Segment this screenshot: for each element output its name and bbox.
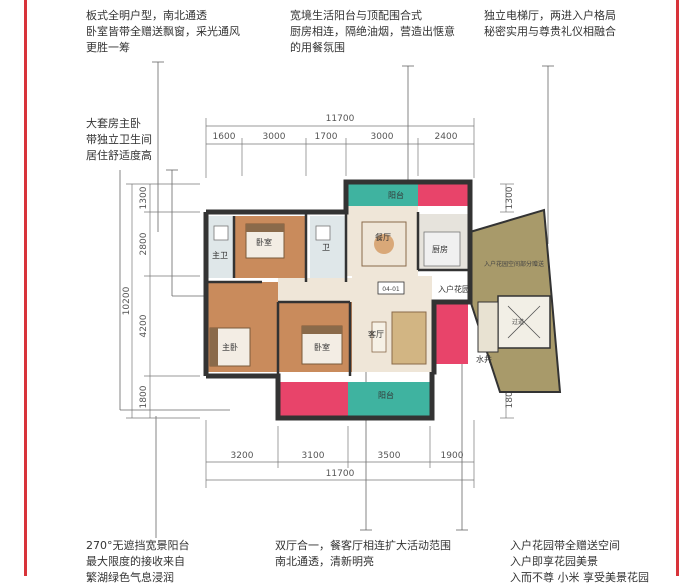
bottom-balcony-pink: [278, 382, 348, 418]
label-entry-garden: 入户花园: [438, 284, 470, 294]
label-master-bedroom: 主卧: [222, 342, 238, 352]
annotation-top-right: 独立电梯厅，两进入户格局 秘密实用与尊贵礼仪相融合: [484, 9, 616, 38]
right-red-border: [676, 0, 679, 576]
top-balcony-teal: [346, 182, 418, 206]
label-water-well: 水井: [476, 354, 492, 364]
leader-lines: [119, 61, 554, 538]
dimension-lines: [126, 118, 514, 488]
furniture: [209, 221, 461, 367]
dim-left-seg-1: 1300: [139, 186, 149, 209]
label-master-bath: 主卫: [212, 250, 228, 260]
dim-right-seg-2: 1800: [505, 385, 515, 408]
dim-left-seg-3: 4200: [139, 314, 149, 337]
left-red-border: [24, 0, 27, 576]
label-bedroom2: 卧室: [314, 342, 330, 352]
label-bedroom: 卧室: [256, 237, 272, 247]
label-unit-code: 04-01: [382, 286, 400, 293]
bottom-balcony-teal: [348, 382, 430, 418]
dim-left-seg-2: 2800: [139, 232, 149, 255]
annotation-bottom-right: 入户花园带全赠送空间 入户即享花园美景 入而不尊 小米 享受美景花园: [510, 539, 649, 584]
dim-bottom-seg-4: 1900: [441, 451, 464, 461]
dim-top-total: 11700: [326, 114, 355, 124]
label-living: 客厅: [368, 329, 384, 339]
dim-bottom-seg-1: 3200: [231, 451, 254, 461]
dim-left-total: 10200: [122, 286, 132, 315]
label-corridor: 过道: [512, 318, 524, 326]
dim-top-seg-2: 3000: [263, 132, 286, 142]
dim-top-seg-1: 1600: [213, 132, 236, 142]
annotation-top-center: 宽境生活阳台与顶配围合式 厨房相连，隔绝油烟，营造出惬意 的用餐氛围: [290, 9, 455, 54]
label-balcony-bottom: 阳台: [378, 390, 394, 400]
unit-code-box: [377, 281, 405, 295]
master-bath-floor: [206, 216, 234, 278]
label-kitchen: 厨房: [432, 244, 448, 254]
dim-top-seg-3: 1700: [315, 132, 338, 142]
annotation-top-left: 板式全明户型，南北通透 卧室皆带全赠送飘窗，采光通风 更胜一筹: [86, 9, 240, 54]
annotation-mid-left: 大套房主卧 带独立卫生间 居住舒适度高: [86, 117, 152, 162]
annotation-bottom-center: 双厅合一，餐客厅相连扩大活动范围 南北通透，清新明亮: [275, 539, 451, 568]
dim-bottom-seg-2: 3100: [302, 451, 325, 461]
dim-top-seg-4: 3000: [371, 132, 394, 142]
annotation-bottom-left: 270°无遮挡宽景阳台 最大限度的接收来自 繁湖绿色气息浸润: [86, 539, 190, 584]
dim-bottom-total: 11700: [326, 469, 355, 479]
label-dining: 餐厅: [375, 233, 391, 242]
label-garden-note: 入户花园空间部分赠送: [484, 260, 544, 268]
top-balcony-pink: [418, 182, 470, 206]
label-bath: 卫: [322, 243, 330, 252]
entry-garden-pink: [434, 304, 468, 364]
dim-left-seg-4: 1800: [139, 385, 149, 408]
label-balcony-top: 阳台: [388, 190, 404, 200]
dim-bottom-seg-3: 3500: [378, 451, 401, 461]
dim-right-seg-1: 1300: [505, 186, 515, 209]
dim-top-seg-5: 2400: [435, 132, 458, 142]
